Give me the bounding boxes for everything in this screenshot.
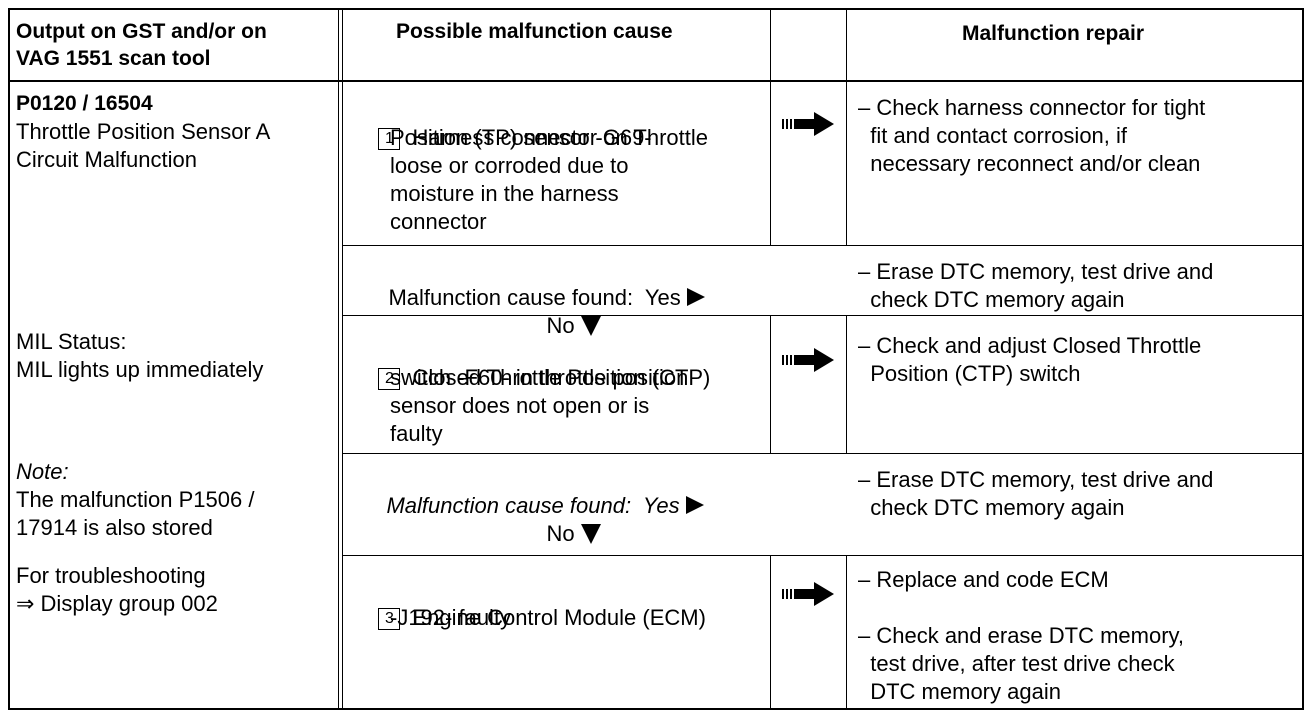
row-divider-1: [343, 245, 1302, 246]
repair-3b-line1: – Check and erase DTC memory,: [858, 623, 1185, 648]
repair-1-line1: – Check harness connector for tight: [858, 95, 1206, 120]
cause-1-line2: Position (TP) sensor -G69-: [390, 125, 652, 150]
header-output-line1: Output on GST and/or on: [16, 20, 267, 43]
col-divider-3b: [846, 315, 847, 453]
found-2-no: No: [522, 492, 601, 576]
repair-2-line1: – Check and adjust Closed Throttle: [858, 333, 1202, 358]
cause-2-line4: faulty: [390, 421, 443, 446]
yes-arrow-icon: [685, 496, 704, 514]
header-divider: [10, 80, 1302, 82]
cause-3: 3 Engine Control Module (ECM): [354, 576, 706, 660]
row-divider-3: [343, 453, 1302, 454]
cause-2: 2 Closed Throttle Position (CTP): [354, 336, 710, 420]
found-2-question: Malfunction cause found: Yes: [362, 464, 704, 548]
cause-1-line5: connector: [390, 209, 487, 234]
found-1-no-text: No: [546, 313, 575, 338]
col-divider-3: [846, 10, 847, 245]
col-divider-1: [338, 10, 343, 708]
dtc-desc-line2: Circuit Malfunction: [16, 147, 197, 172]
cause-1-line3: loose or corroded due to: [390, 153, 629, 178]
cause-1: 1 Harness connector on Throttle: [354, 96, 708, 180]
col-divider-2: [770, 10, 771, 245]
header-cause: Possible malfunction cause: [396, 20, 673, 43]
found-1-repair-line2: check DTC memory again: [858, 287, 1125, 312]
repair-2-line2: Position (CTP) switch: [858, 361, 1081, 386]
found-2-repair-line2: check DTC memory again: [858, 495, 1125, 520]
cause-2-line1: Closed Throttle Position (CTP): [412, 365, 711, 390]
arrow-right-icon: [782, 582, 834, 606]
cause-1-line4: moisture in the harness: [390, 181, 619, 206]
note-line2: 17914 is also stored: [16, 515, 213, 540]
troubleshooting-line2: ⇒ Display group 002: [16, 591, 218, 616]
cause-1-line1: Harness connector on Throttle: [412, 125, 708, 150]
col-divider-3c: [846, 555, 847, 710]
dtc-code: P0120 / 16504: [16, 92, 153, 115]
mil-value: MIL lights up immediately: [16, 357, 264, 382]
cause-number-1: 1: [378, 128, 401, 150]
cause-number-2: 2: [378, 368, 401, 390]
found-2-repair-line1: – Erase DTC memory, test drive and: [858, 467, 1214, 492]
cause-number-3: 3: [378, 608, 401, 630]
repair-1-line3: necessary reconnect and/or clean: [858, 151, 1201, 176]
repair-3-line1: – Replace and code ECM: [858, 567, 1109, 592]
note-label: Note:: [16, 459, 69, 484]
row-divider-2: [343, 315, 1302, 316]
found-1-repair-line1: – Erase DTC memory, test drive and: [858, 259, 1214, 284]
no-arrow-icon: [580, 524, 601, 544]
malfunction-table: Output on GST and/or on VAG 1551 scan to…: [8, 8, 1304, 710]
repair-3b-line3: DTC memory again: [858, 679, 1061, 704]
note-line1: The malfunction P1506 /: [16, 487, 255, 512]
repair-3b-line2: test drive, after test drive check: [858, 651, 1175, 676]
no-arrow-icon: [580, 316, 601, 336]
cause-3-line2: -J192- faulty: [390, 605, 512, 630]
troubleshooting-line1: For troubleshooting: [16, 563, 206, 588]
col-divider-2b: [770, 315, 771, 453]
col-divider-2c: [770, 555, 771, 710]
yes-arrow-icon: [686, 288, 705, 306]
cause-2-line2: switch -F60- in throttle position: [390, 365, 689, 390]
repair-1-line2: fit and contact corrosion, if: [858, 123, 1128, 148]
found-1-question: Malfunction cause found: Yes: [364, 256, 705, 340]
mil-label: MIL Status:: [16, 329, 127, 354]
header-output-line2: VAG 1551 scan tool: [16, 47, 211, 70]
found-1-no: No: [522, 284, 601, 368]
found-2-no-text: No: [546, 521, 575, 546]
dtc-desc-line1: Throttle Position Sensor A: [16, 119, 271, 144]
arrow-right-icon: [782, 112, 834, 136]
cause-3-line1: Engine Control Module (ECM): [412, 605, 706, 630]
cause-2-line3: sensor does not open or is: [390, 393, 650, 418]
row-divider-4: [343, 555, 1302, 556]
arrow-right-icon: [782, 348, 834, 372]
found-2-question-text: Malfunction cause found: Yes: [386, 493, 680, 518]
header-repair: Malfunction repair: [962, 22, 1145, 45]
found-1-question-text: Malfunction cause found: Yes: [388, 285, 681, 310]
